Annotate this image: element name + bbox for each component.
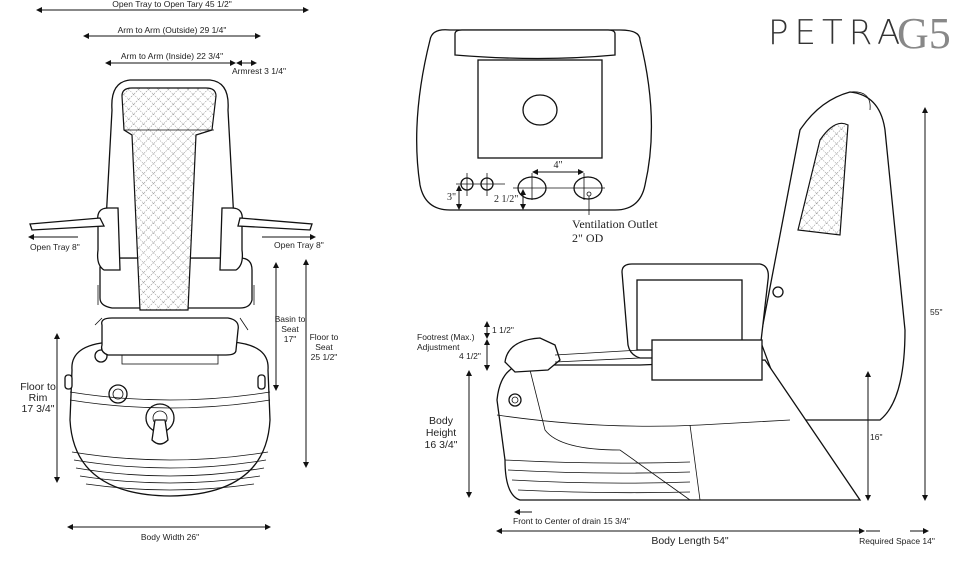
dim-footrest-label-1: Footrest (Max.)	[417, 332, 475, 342]
top-basin-screen	[477, 59, 603, 159]
ventilation-label: Ventilation Outlet	[572, 217, 658, 231]
dim-footrest-top: 1 1/2"	[492, 325, 514, 335]
dim-footrest-label-2: Adjustment	[417, 342, 460, 352]
dim-floor-to-rim-3: 17 3/4"	[22, 403, 55, 415]
logo: PETRA G5	[768, 9, 951, 58]
side-view: 55" 16" 1 1/2" Footrest (Max.) Adjustmen…	[417, 91, 942, 547]
dim-floor-to-seat-1: Floor to	[310, 332, 339, 342]
dim-hole-height-small: 3"	[447, 192, 456, 203]
dim-floor-to-seat-3: 25 1/2"	[311, 352, 338, 362]
side-backrest	[759, 91, 906, 421]
dim-basin-to-seat-2: Seat	[281, 324, 299, 334]
top-view: 4" 3" 2 1/2" Ventilation Outlet 2" OD	[416, 29, 658, 245]
logo-model: G5	[897, 9, 951, 58]
dim-arm-inside: Arm to Arm (Inside) 22 3/4"	[121, 51, 223, 61]
dim-body-width: Body Width 26"	[141, 532, 199, 542]
dim-floor-to-seat-2: Seat	[315, 342, 333, 352]
dim-front-to-drain: Front to Center of drain 15 3/4"	[513, 516, 630, 526]
dim-body-height-1: Body	[429, 415, 454, 427]
side-base	[496, 359, 862, 501]
dim-arm-outside: Arm to Arm (Outside) 29 1/4"	[118, 25, 227, 35]
logo-brand: PETRA	[768, 13, 906, 53]
dim-body-height-2: Height	[426, 427, 456, 439]
front-body	[69, 341, 271, 497]
dim-basin-to-seat-3: 17"	[284, 334, 296, 344]
front-tray-right	[237, 217, 313, 231]
dim-body-height-3: 16 3/4"	[425, 439, 458, 451]
dim-floor-to-rim-2: Rim	[29, 392, 48, 404]
dim-open-tray-to-open-tray: Open Tray to Open Tary 45 1/2"	[112, 0, 232, 9]
front-tray-left	[29, 217, 106, 231]
dim-hole-height-large: 2 1/2"	[494, 194, 518, 205]
dim-overall-height: 55"	[930, 307, 942, 317]
dim-body-length: Body Length 54"	[651, 535, 729, 547]
dim-required-space: Required Space 14"	[859, 536, 935, 546]
dim-floor-to-rim-1: Floor to	[20, 381, 56, 393]
dim-basin-to-seat-1: Basin to	[275, 314, 306, 324]
ventilation-size: 2" OD	[572, 231, 604, 245]
dim-footrest-bottom: 4 1/2"	[459, 351, 481, 361]
dim-open-tray-right: Open Tray 8"	[274, 240, 324, 250]
dim-seat-height: 16"	[870, 432, 882, 442]
dim-hole-spacing: 4"	[553, 160, 562, 171]
dim-open-tray-left: Open Tray 8"	[30, 242, 80, 252]
side-footrest	[504, 337, 561, 373]
dim-armrest: Armrest 3 1/4"	[232, 66, 286, 76]
front-view: Open Tray to Open Tary 45 1/2" Arm to Ar…	[20, 0, 338, 542]
